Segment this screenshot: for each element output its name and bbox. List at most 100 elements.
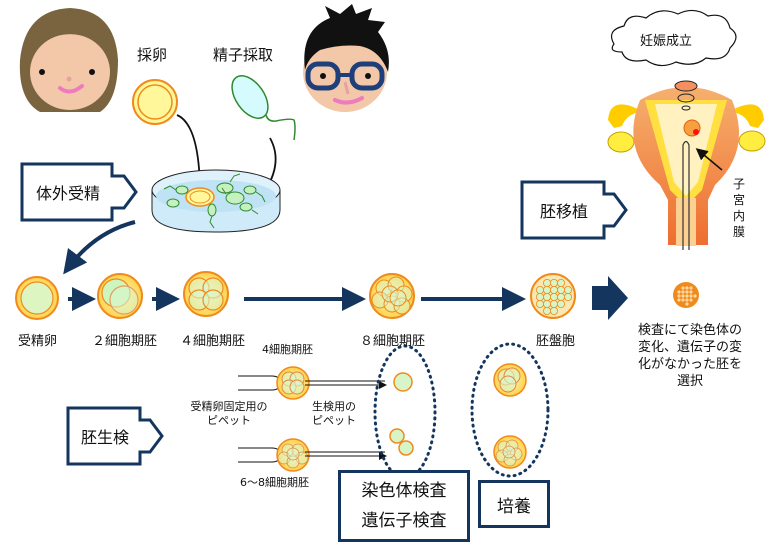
stage-label-4cell: ４細胞期胚 [180,334,246,349]
selection-arrow [592,276,628,320]
cell [543,285,552,294]
cell [550,306,559,315]
cultured-embryo-top [493,363,527,397]
note-line: 化がなかった胚を [637,357,742,372]
cell [689,294,693,298]
cell [550,292,559,301]
holding-pipette-top [238,375,281,391]
endometrium-label: 子 宮 内 膜 [732,176,746,240]
label-line: 生検用の [312,400,356,413]
cell [543,299,552,308]
cell [685,294,689,298]
biopsied-cells-group [373,344,437,480]
cell [550,285,559,294]
embryo-transfer-callout: 胚移植 [539,202,588,221]
biopsy-pipette-bottom [305,451,387,460]
stage-label-blastocyst: 胚盤胞 [536,334,576,349]
cell [543,292,552,301]
culture-label: 培養 [497,496,531,517]
cell [681,286,685,290]
cell [536,299,545,308]
embryo-biopsy-callout: 胚生検 [80,428,129,447]
endometrium-char: 宮 [732,193,745,207]
pregnancy-established-label: 妊娠成立 [640,34,693,49]
cell [685,298,689,302]
cell [693,294,697,298]
selected-embryo [673,282,699,308]
woman-illustration [19,8,119,112]
endometrium-char: 内 [732,209,745,223]
blastocyst [530,273,576,319]
cell [564,292,573,301]
cell [689,286,693,290]
stage-label-8cell: ８細胞期胚 [360,334,426,349]
cell [681,294,685,298]
cell [543,278,552,287]
selection-note: 検査にて染色体の 変化、遺伝子の変 化がなかった胚を 選択 [626,322,754,390]
cell [557,299,566,308]
stage-label-2cell: ２細胞期胚 [92,334,158,349]
ivf-callout: 体外受精 [35,184,100,203]
note-line: 検査にて染色体の [637,323,742,338]
biopsied-8cell-embryo [276,438,310,472]
stage-label-zygote: 受精卵 [18,334,58,349]
ivf-callout-shape [20,162,138,222]
cell [536,285,545,294]
petri-dish [151,169,281,233]
note-line: 選択 [676,374,703,389]
biopsy-6-8cell-label: 6～8細胞期胚 [240,476,309,489]
genetic-tests-box: 染色体検査 遺伝子検査 [338,470,470,542]
four-cell-embryo [183,271,229,317]
eight-cell-embryo [369,273,415,319]
endometrium-char: 子 [732,177,745,191]
biopsy-pipette-label: 生検用の ピペット [306,400,362,428]
cell [681,290,685,294]
cell [557,292,566,301]
cell [677,298,681,302]
transfer-callout-shape [520,180,628,240]
endometrium-char: 膜 [732,225,745,239]
biopsied-cells [389,372,414,456]
cell [685,286,689,290]
holding-pipette-bottom [238,447,281,463]
cell [689,290,693,294]
cell [685,290,689,294]
cell [550,278,559,287]
cell [543,306,552,315]
cell [677,290,681,294]
ivf-to-zygote-arrow [63,220,136,275]
label-line: 受精卵固定用の [190,400,268,413]
biopsied-4cell-embryo [276,366,310,400]
cell [685,302,689,306]
biopsy-4cell-label: 4細胞期胚 [262,343,313,356]
gene-test-label: 遺伝子検査 [361,511,447,531]
biopsy-pipette-top [305,380,387,389]
note-line: 変化、遺伝子の変 [637,340,742,355]
cell [689,298,693,302]
zygote [15,276,59,320]
cultured-embryo-bottom [493,435,527,469]
cell [557,278,566,287]
uterus-illustration [607,80,766,250]
cell [681,298,685,302]
label-line: ピペット [312,414,356,427]
label-line: ピペット [207,414,251,427]
two-cell-embryo [97,273,143,319]
biopsy-callout-shape [66,406,164,466]
man-illustration [303,4,389,112]
cultured-embryos-group [470,342,550,478]
thought-bubble [611,9,737,67]
cell [677,294,681,298]
chromosome-test-label: 染色体検査 [361,481,447,501]
sperm-illustration [231,75,296,141]
culture-box: 培養 [478,480,550,528]
holding-pipette-label: 受精卵固定用の ピペット [186,400,272,428]
cell [550,299,559,308]
cell [564,285,573,294]
cell [557,285,566,294]
sperm-collection-label: 精子採取 [213,46,274,64]
cell [536,292,545,301]
egg-illustration [132,79,178,125]
egg-retrieval-label: 採卵 [137,46,168,64]
